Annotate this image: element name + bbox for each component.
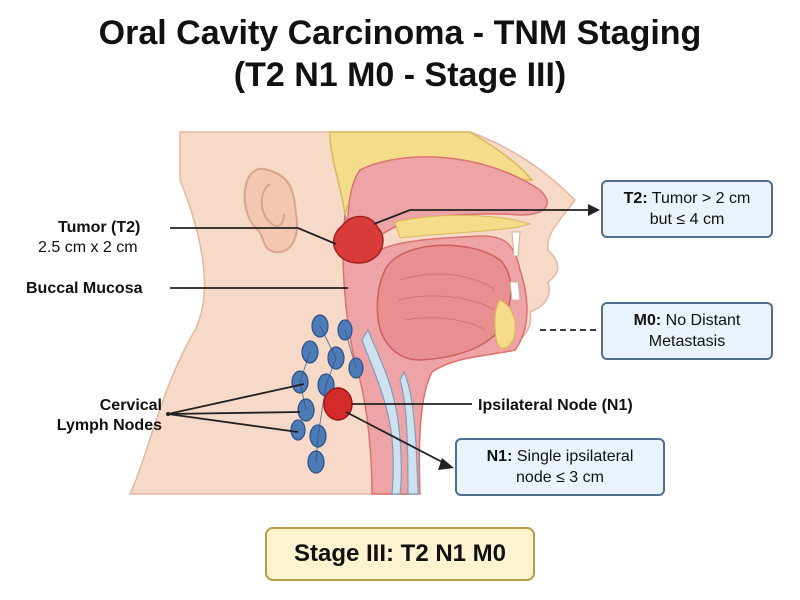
ipsilateral-node-text: Ipsilateral Node (N1) [478,397,633,414]
cervical-lymph-node-cluster [290,314,364,474]
mandible [494,299,516,350]
t2-line-1: Tumor > 2 cm [651,190,751,207]
m0-line-1: No Distant [665,312,741,329]
tongue-texture [397,273,496,331]
hard-palate [394,214,532,239]
cervical-leader-line-1 [167,383,305,415]
n1-key: N1: [486,448,513,465]
lymph-vessels [299,325,357,463]
tumor-leader-line [170,227,337,245]
tongue [376,244,512,361]
cervical-label-line-2: Lymph Nodes [56,417,162,434]
t2-definition-box: T2: Tumor > 2 cm but ≤ 4 cm [601,180,773,238]
diagram-title: Oral Cavity Carcinoma - TNM Staging (T2 … [0,12,800,96]
buccal-mucosa-text: Buccal Mucosa [26,280,143,297]
t2-key: T2: [623,190,648,207]
tumor-size-label: 2.5 cm x 2 cm [38,239,138,256]
n1-line-2: node ≤ 3 cm [516,469,604,486]
m0-key: M0: [633,312,662,329]
lymph-node [290,419,306,441]
ipsilateral-node-label: Ipsilateral Node (N1) [478,396,633,416]
n1-arrowhead [438,458,454,470]
lower-teeth [509,281,521,301]
buccal-mucosa-label: Buccal Mucosa [26,279,142,299]
airway [361,328,402,495]
cervical-leader-line-2 [167,411,301,415]
cervical-leader-line-3 [167,413,299,433]
n1-box-connector [345,411,447,465]
esophagus [399,370,419,495]
m0-line-2: Metastasis [648,333,726,350]
t2-line-2: but ≤ 4 cm [649,211,725,228]
cervical-label-line-1: Cervical [99,397,162,414]
n1-line-1: Single ipsilateral [516,448,634,465]
upper-teeth [511,231,521,257]
cervical-leader-junction [166,412,170,416]
m0-definition-box: M0: No Distant Metastasis [601,302,773,360]
tumor [332,215,384,264]
tumor-label: Tumor (T2) [58,218,140,238]
ear-inner [260,183,285,228]
title-line-1: Oral Cavity Carcinoma - TNM Staging [98,14,702,52]
cervical-lymph-nodes-label: Cervical Lymph Nodes [40,396,162,436]
title-line-2: (T2 N1 M0 - Stage III) [233,56,567,94]
tumor-label-title: Tumor (T2) [58,219,141,236]
t2-box-connector [373,209,590,225]
ipsilateral-node [323,387,353,421]
stage-summary-box: Stage III: T2 N1 M0 [265,527,535,581]
ear [243,167,298,254]
t2-arrowhead [588,204,600,216]
n1-definition-box: N1: Single ipsilateral node ≤ 3 cm [455,438,665,496]
